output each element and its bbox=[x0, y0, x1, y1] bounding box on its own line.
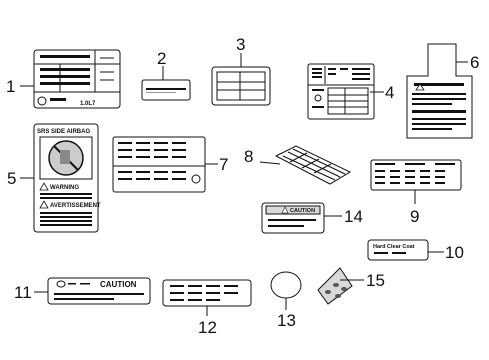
label-part-1: 1.0L7 bbox=[33, 49, 121, 109]
label-part-15 bbox=[317, 267, 353, 305]
callout-1: 1 bbox=[6, 77, 15, 96]
label-part-10: Hard Clear Coat bbox=[367, 239, 429, 261]
callout-2: 2 bbox=[157, 49, 166, 68]
label-part-7 bbox=[112, 136, 206, 193]
avertissement-label: AVERTISSEMENT bbox=[50, 203, 101, 209]
callout-10: 10 bbox=[445, 243, 464, 262]
callout-8: 8 bbox=[244, 147, 253, 166]
label-part-11: CAUTION bbox=[47, 277, 151, 305]
label-part-2 bbox=[141, 79, 191, 101]
label-part-4 bbox=[307, 63, 375, 120]
callout-12: 12 bbox=[198, 318, 217, 337]
caution-label-14: CAUTION bbox=[290, 208, 315, 214]
callout-13: 13 bbox=[277, 311, 296, 330]
label-part-14: CAUTION bbox=[261, 202, 325, 234]
label-part-6 bbox=[406, 43, 473, 139]
caution-label-11: CAUTION bbox=[100, 280, 137, 289]
callout-3: 3 bbox=[236, 35, 245, 54]
hard-clear-coat-label: Hard Clear Coat bbox=[373, 244, 415, 250]
callout-4: 4 bbox=[385, 83, 394, 102]
srs-side-airbag-label: SRS SIDE AIRBAG bbox=[37, 129, 90, 135]
callout-5: 5 bbox=[7, 169, 16, 188]
callout-6: 6 bbox=[470, 53, 479, 72]
label-part-9 bbox=[370, 159, 462, 191]
callout-11: 11 bbox=[14, 283, 32, 302]
warning-label: WARNING bbox=[50, 185, 79, 191]
label-part-5: SRS SIDE AIRBAG WARNING AVERTISSEMENT bbox=[33, 123, 101, 233]
label-part-8 bbox=[274, 145, 352, 185]
label-part-3 bbox=[211, 66, 271, 106]
callout-7: 7 bbox=[219, 155, 228, 174]
label-part-13 bbox=[270, 271, 302, 299]
callout-14: 14 bbox=[344, 207, 363, 226]
callout-15: 15 bbox=[366, 271, 385, 290]
label-part-12 bbox=[162, 279, 252, 307]
callout-9: 9 bbox=[410, 207, 419, 226]
part-1-code: 1.0L7 bbox=[80, 101, 96, 107]
